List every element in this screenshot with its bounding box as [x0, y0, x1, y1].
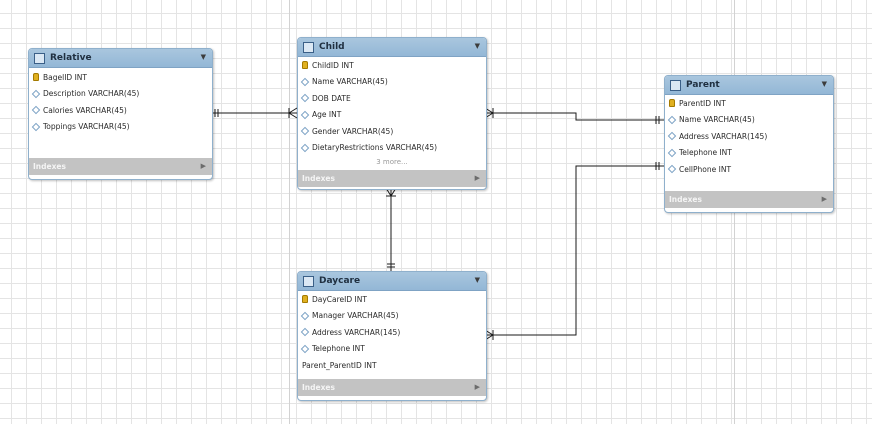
column-label: Telephone INT	[679, 148, 732, 158]
column-row[interactable]: Manager VARCHAR(45)	[298, 308, 486, 325]
column-row[interactable]: Description VARCHAR(45)	[29, 86, 212, 103]
indexes-label: Indexes	[302, 174, 335, 183]
column-label: Age INT	[312, 110, 342, 120]
table-header[interactable]: Parent ▼	[665, 76, 833, 95]
column-label: Telephone INT	[312, 344, 365, 354]
primary-key-icon	[302, 295, 308, 303]
column-diamond-icon	[302, 328, 308, 336]
indexes-label: Indexes	[669, 195, 702, 204]
column-diamond-icon	[669, 165, 675, 173]
column-label: Manager VARCHAR(45)	[312, 311, 399, 321]
column-row[interactable]: DietaryRestrictions VARCHAR(45)	[298, 140, 486, 157]
chevron-down-icon[interactable]: ▼	[200, 53, 206, 61]
more-columns-label[interactable]: 3 more...	[376, 158, 408, 166]
table-daycare[interactable]: Daycare ▼ DayCareID INT Manager VARCHAR(…	[297, 271, 487, 401]
column-row[interactable]: DOB DATE	[298, 90, 486, 107]
chevron-right-icon[interactable]: ▶	[474, 174, 480, 182]
column-label: ParentID INT	[679, 98, 726, 108]
column-diamond-icon	[669, 132, 675, 140]
column-diamond-icon	[302, 94, 308, 102]
primary-key-icon	[669, 99, 675, 107]
column-diamond-icon	[302, 127, 308, 135]
column-row[interactable]: Address VARCHAR(145)	[298, 324, 486, 341]
column-diamond-icon	[669, 149, 675, 157]
column-row[interactable]: Calories VARCHAR(45)	[29, 102, 212, 119]
column-diamond-icon	[669, 116, 675, 124]
column-row[interactable]: CellPhone INT	[665, 161, 833, 178]
column-label: Name VARCHAR(45)	[679, 115, 755, 125]
column-row[interactable]: DayCareID INT	[298, 291, 486, 308]
column-label: Address VARCHAR(145)	[679, 131, 768, 141]
column-label: Address VARCHAR(145)	[312, 327, 401, 337]
chevron-right-icon[interactable]: ▶	[821, 195, 827, 203]
column-row[interactable]: Parent_ParentID INT	[298, 357, 486, 374]
primary-key-icon	[302, 61, 308, 69]
column-diamond-icon	[302, 144, 308, 152]
column-label: CellPhone INT	[679, 164, 732, 174]
table-header[interactable]: Relative ▼	[29, 49, 212, 68]
column-label: Description VARCHAR(45)	[43, 89, 140, 99]
indexes-bar[interactable]: Indexes ▶	[665, 191, 833, 208]
indexes-bar[interactable]: Indexes ▶	[29, 158, 212, 175]
relationship-parent-daycare[interactable]	[484, 162, 664, 341]
relationship-relative-child[interactable]	[211, 107, 298, 119]
chevron-right-icon[interactable]: ▶	[474, 383, 480, 391]
column-label: Name VARCHAR(45)	[312, 77, 388, 87]
table-icon	[34, 52, 45, 64]
table-relative[interactable]: Relative ▼ BagelID INT Description VARCH…	[28, 48, 213, 180]
chevron-down-icon[interactable]: ▼	[474, 276, 480, 284]
column-row[interactable]: Telephone INT	[298, 341, 486, 358]
column-row[interactable]: Toppings VARCHAR(45)	[29, 119, 212, 136]
column-row[interactable]: Name VARCHAR(45)	[298, 74, 486, 91]
column-row[interactable]: ParentID INT	[665, 95, 833, 112]
chevron-down-icon[interactable]: ▼	[821, 80, 827, 88]
column-diamond-icon	[33, 123, 39, 131]
column-label: BagelID INT	[43, 72, 87, 82]
primary-key-icon	[33, 73, 39, 81]
indexes-label: Indexes	[302, 383, 335, 392]
column-label: Calories VARCHAR(45)	[43, 105, 127, 115]
column-label: Toppings VARCHAR(45)	[43, 122, 130, 132]
column-label: DOB DATE	[312, 93, 351, 103]
chevron-down-icon[interactable]: ▼	[474, 42, 480, 50]
column-diamond-icon	[302, 78, 308, 86]
table-child[interactable]: Child ▼ ChildID INT Name VARCHAR(45) DOB…	[297, 37, 487, 190]
indexes-bar[interactable]: Indexes ▶	[298, 170, 486, 187]
column-diamond-icon	[302, 111, 308, 119]
column-label: DietaryRestrictions VARCHAR(45)	[312, 143, 438, 153]
column-row[interactable]: Gender VARCHAR(45)	[298, 123, 486, 140]
table-icon	[670, 79, 681, 91]
table-icon	[303, 41, 314, 53]
table-title: Relative	[50, 53, 92, 63]
chevron-right-icon[interactable]: ▶	[200, 162, 206, 170]
indexes-label: Indexes	[33, 162, 66, 171]
column-diamond-icon	[33, 106, 39, 114]
column-label: DayCareID INT	[312, 294, 367, 304]
column-label: Gender VARCHAR(45)	[312, 126, 394, 136]
indexes-bar[interactable]: Indexes ▶	[298, 379, 486, 396]
column-row[interactable]: Age INT	[298, 107, 486, 124]
column-label: ChildID INT	[312, 60, 354, 70]
relationship-child-daycare[interactable]	[385, 187, 397, 272]
table-icon	[303, 275, 314, 287]
column-diamond-icon	[302, 312, 308, 320]
table-title: Child	[319, 42, 345, 52]
table-header[interactable]: Daycare ▼	[298, 272, 486, 291]
column-diamond-icon	[33, 90, 39, 98]
column-row[interactable]: Telephone INT	[665, 145, 833, 162]
column-row[interactable]: ChildID INT	[298, 57, 486, 74]
column-label: Parent_ParentID INT	[302, 360, 377, 370]
column-row[interactable]: Address VARCHAR(145)	[665, 128, 833, 145]
relationship-child-parent[interactable]	[484, 107, 664, 124]
table-header[interactable]: Child ▼	[298, 38, 486, 57]
table-title: Daycare	[319, 276, 361, 286]
column-row[interactable]: Name VARCHAR(45)	[665, 112, 833, 129]
table-title: Parent	[686, 80, 720, 90]
column-diamond-icon	[302, 345, 308, 353]
column-row[interactable]: BagelID INT	[29, 69, 212, 86]
table-parent[interactable]: Parent ▼ ParentID INT Name VARCHAR(45) A…	[664, 75, 834, 213]
canvas-page-divider	[289, 0, 290, 424]
